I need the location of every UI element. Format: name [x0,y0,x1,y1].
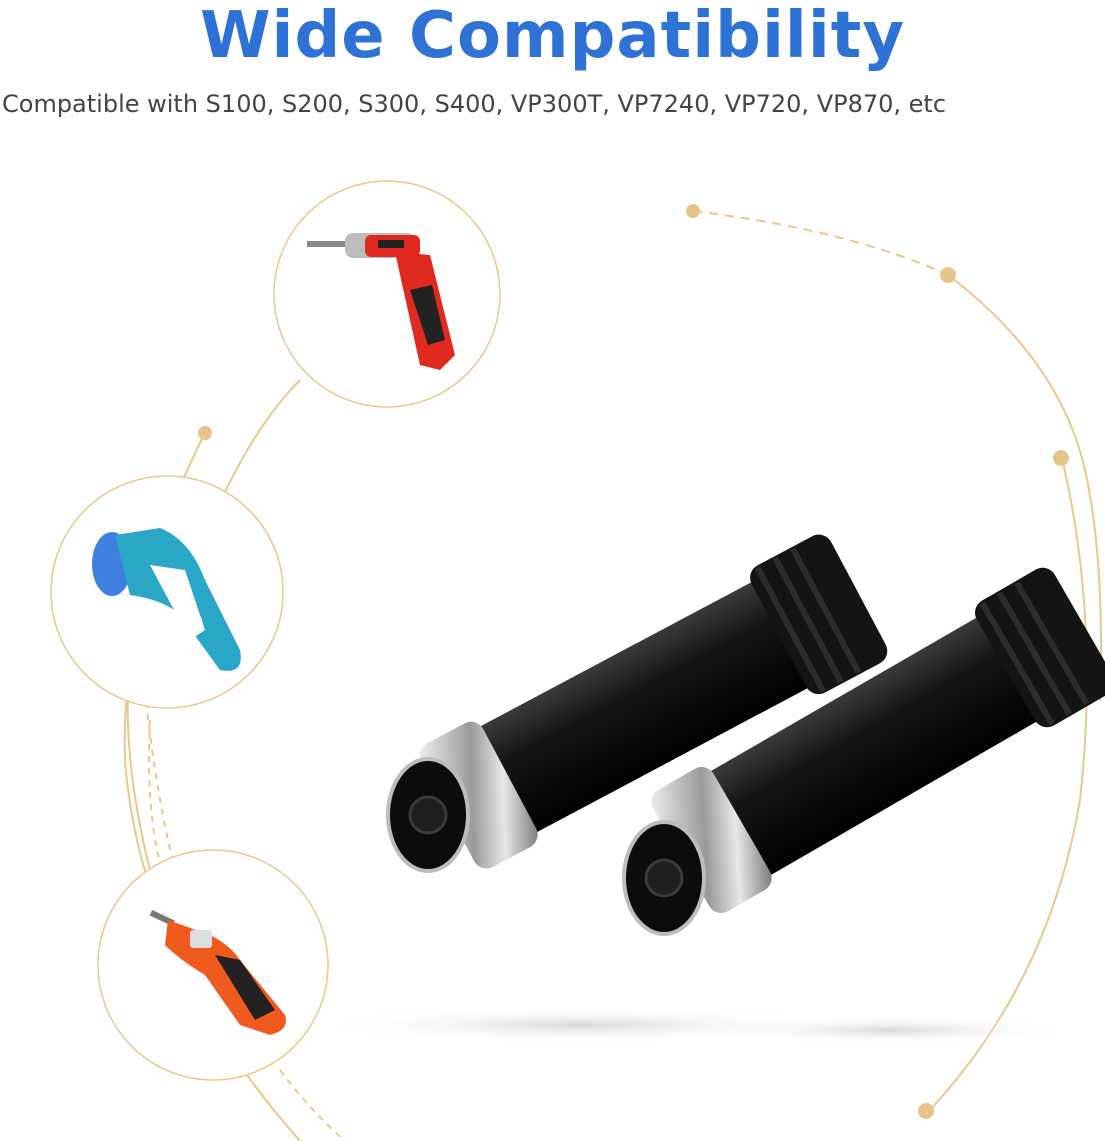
page-title: Wide Compatibility [199,0,906,73]
arc-left-inner [126,689,151,871]
arc-connector-2 [144,689,176,871]
battery-shadow [320,1007,840,1043]
blue-scrubber-icon [92,528,241,671]
arc-right-outer [947,274,1102,701]
arc-left-dashed [148,719,166,881]
orange-screwdriver-icon [149,910,286,1035]
arc-bottom-dashed [279,1069,346,1141]
arc-right-inner [929,457,1088,1111]
product-circle-orange-screwdriver [97,849,329,1081]
product-circle-blue-scrubber [50,475,284,709]
battery-shadow-2 [710,1016,1070,1044]
battery-left [419,534,888,869]
product-circle-red-screwdriver [273,180,501,408]
battery-right [651,567,1105,913]
gold-dots [198,204,1069,1119]
red-screwdriver-icon [307,233,455,370]
arc-top-right [692,210,949,276]
arc-connector [224,379,301,493]
compatibility-subtitle: Compatible with S100, S200, S300, S400, … [2,90,947,118]
